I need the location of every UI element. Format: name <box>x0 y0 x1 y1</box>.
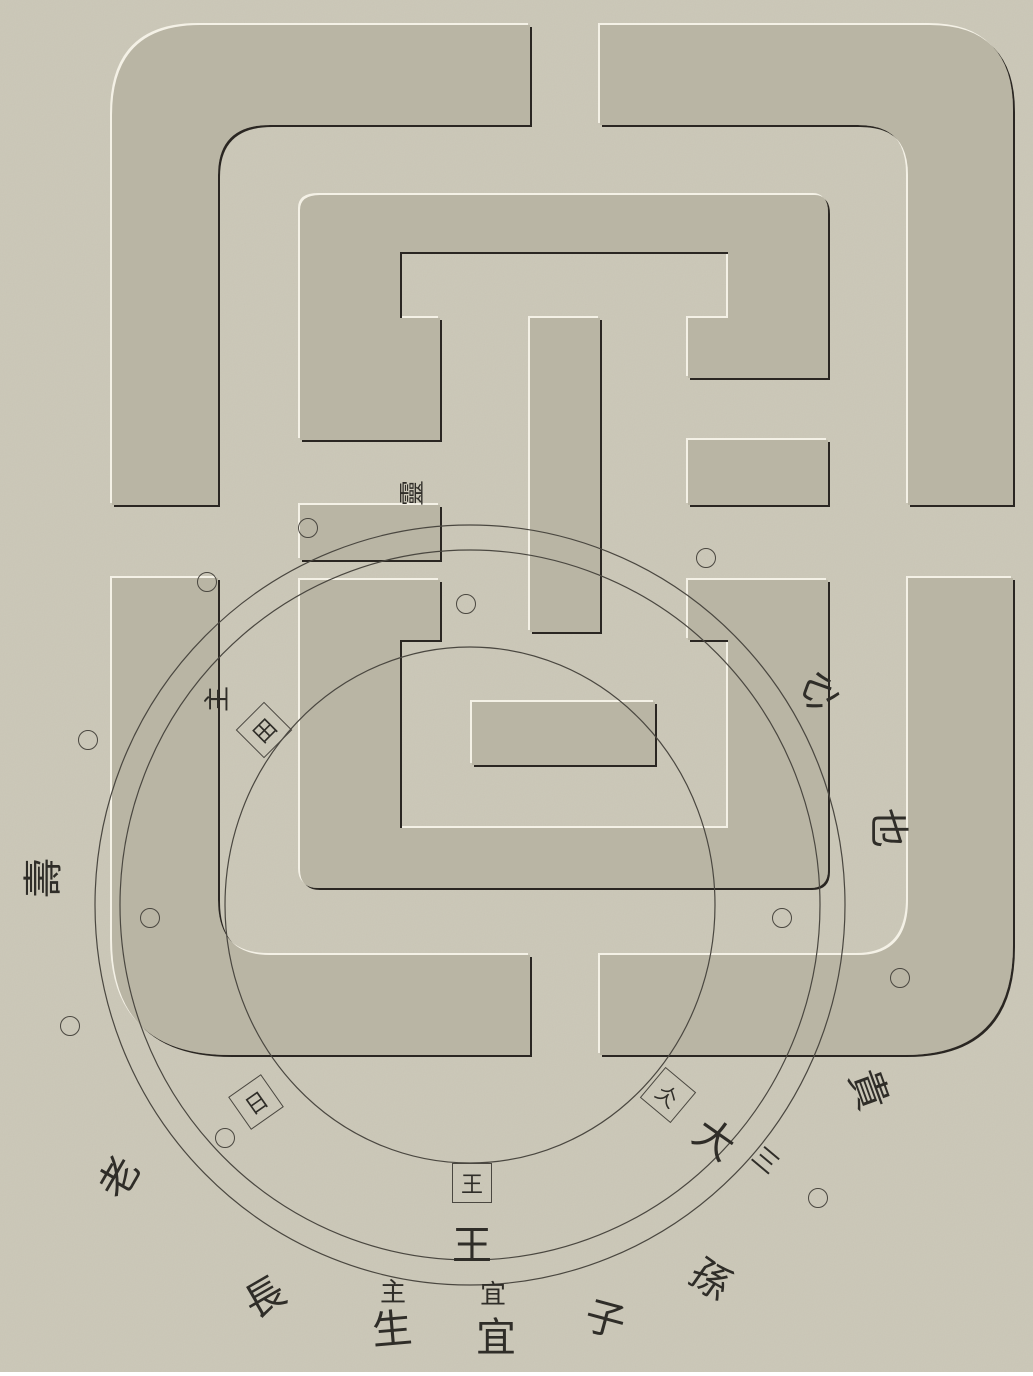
boxed-mark-wang: 王 <box>452 1163 492 1203</box>
inner-glyph-zhu-1: 主 <box>380 1280 406 1306</box>
ring-glyph-sheng: 生 <box>370 1308 413 1351</box>
marker-circle <box>772 908 792 928</box>
marker-circle <box>890 968 910 988</box>
marker-circle <box>60 1016 80 1036</box>
top-mark-ling: 靈 <box>400 480 426 506</box>
inner-glyph-zhu-2: 主 <box>205 686 231 712</box>
marker-circle <box>298 518 318 538</box>
marker-circle <box>696 548 716 568</box>
marker-circle <box>140 908 160 928</box>
marker-circle <box>197 572 217 592</box>
inner-glyph-yi: 宜 <box>480 1282 506 1308</box>
ring-glyph-yi: 宜 <box>476 1318 516 1358</box>
ring-glyph-shou: 壽 <box>24 858 64 898</box>
marker-circle <box>215 1128 235 1148</box>
ring-glyph-ye: 也 <box>868 808 908 848</box>
marker-circle <box>78 730 98 750</box>
marker-circle <box>456 594 476 614</box>
inner-glyph-wang: 王 <box>452 1226 492 1266</box>
marker-circle <box>808 1188 828 1208</box>
